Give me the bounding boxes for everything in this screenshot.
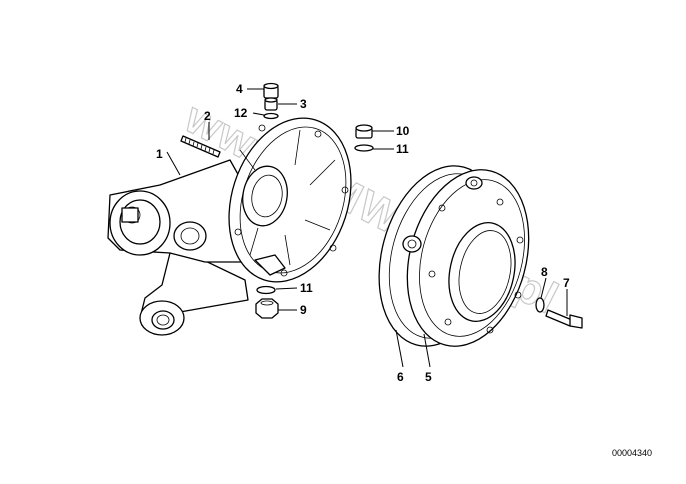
callout-11-upper: 11 (396, 142, 409, 156)
hex-bolt-7 (545, 309, 583, 329)
callout-5: 5 (425, 370, 432, 384)
callout-3: 3 (300, 97, 307, 111)
screw-plug-10 (355, 124, 373, 139)
callout-8: 8 (541, 265, 548, 279)
callout-1: 1 (156, 147, 163, 161)
housing-cover (378, 165, 530, 347)
callout-9: 9 (300, 303, 307, 317)
callout-2: 2 (204, 109, 211, 123)
leader-lines (166, 88, 568, 368)
callout-12: 12 (234, 106, 248, 120)
washer-8 (535, 297, 545, 313)
callout-11-lower: 11 (300, 281, 313, 295)
cap-part (263, 82, 279, 99)
callout-6: 6 (397, 370, 404, 384)
rear-drive-housing (107, 117, 352, 336)
washer-11-lower (256, 285, 276, 295)
washer-11-upper (354, 144, 374, 152)
stud-bolt (180, 135, 221, 158)
callout-10: 10 (396, 124, 410, 138)
sealing-ring-12 (263, 112, 279, 120)
hex-nut-9 (255, 298, 279, 319)
drawing-number: 00004340 (612, 448, 652, 458)
callout-4: 4 (236, 82, 243, 96)
plug-part (264, 97, 278, 111)
callout-7: 7 (563, 276, 570, 290)
